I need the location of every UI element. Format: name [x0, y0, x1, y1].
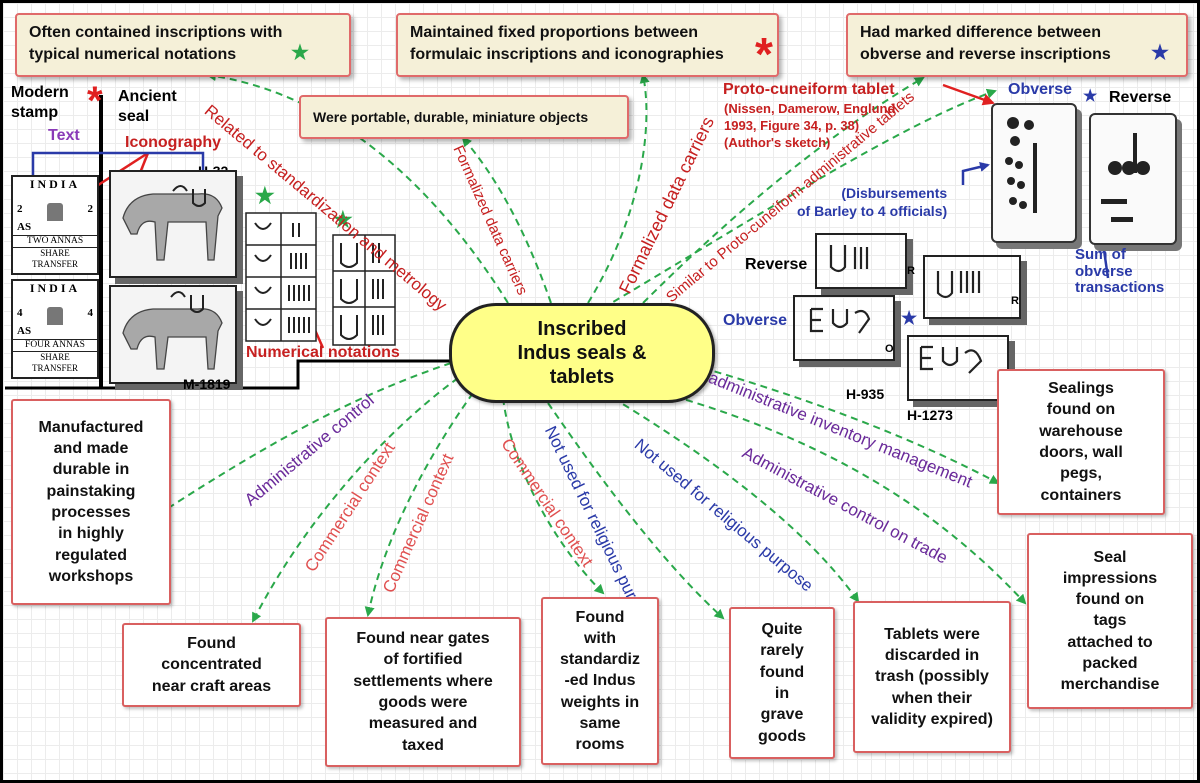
blue-star-icon: ★ — [1151, 42, 1169, 64]
box-fixed-proportions-text: Maintained fixed proportions between for… — [410, 24, 724, 63]
modern-stamp-label: Modern stamp — [11, 84, 69, 121]
stamp1-value: 2 — [17, 203, 23, 216]
arrow-to-seal-impressions — [662, 392, 1027, 605]
proto-tablet-title: Proto-cuneiform tablet — [723, 81, 895, 98]
box-portable-text: Were portable, durable, miniature object… — [313, 108, 589, 125]
arrow-to-manufactured — [151, 362, 452, 520]
reverse-top-label: Reverse — [1109, 89, 1172, 106]
arrow-to-obverse-reverse-box — [642, 76, 925, 304]
stamp2-use: SHARE TRANSFER — [31, 351, 78, 373]
disbursements-label: (Disbursements of Barley to 4 officials) — [797, 185, 948, 219]
stamp2-value: 4 — [17, 307, 23, 320]
box-seal-impressions: Seal impressions found on tags attached … — [1027, 533, 1193, 709]
box-numerical-notations: Often contained inscriptions with typica… — [15, 13, 351, 77]
proto-tablet-reference: (Nissen, Damerow, Englund 1993, Figure 3… — [724, 101, 896, 150]
box-craft-areas: Found concentrated near craft areas — [122, 623, 301, 707]
tablet-h935-reverse — [815, 233, 907, 289]
stamp-four-annas: INDIA 4 4 AS FOUR ANNAS SHARE TRANSFER — [11, 279, 99, 379]
proto-arrow — [942, 83, 995, 106]
arrow-to-proportions-box — [587, 73, 650, 304]
sum-label: Sum of obverse transactions — [1075, 246, 1165, 296]
red-asterisk-icon: * — [755, 28, 773, 80]
box-gates: Found near gates of fortified settlement… — [325, 617, 521, 767]
proto-tablet-reverse — [1089, 113, 1177, 245]
box-portable: Were portable, durable, miniature object… — [299, 95, 629, 139]
arrow-to-craft-areas — [252, 377, 459, 623]
stamp1-unit: AS — [17, 221, 32, 234]
blue-star-icon-2: ★ — [1083, 88, 1098, 105]
stamp-two-annas: INDIA 2 2 AS TWO ANNAS SHARE TRANSFER — [11, 175, 99, 275]
arrow-to-proto-tablet — [602, 88, 997, 309]
emblem-icon — [47, 203, 63, 222]
box-weights: Found with standardiz -ed Indus weights … — [541, 597, 659, 765]
box-obverse-reverse-text: Had marked difference between obverse an… — [860, 24, 1111, 63]
proto-tablet-obverse — [991, 103, 1077, 243]
obverse-mid-label: Obverse — [723, 312, 788, 329]
blue-star-icon-3: ★ — [901, 308, 918, 328]
green-star-icon: ★ — [291, 42, 309, 64]
tablet-h935-obverse — [793, 295, 895, 361]
h935-label: H-935 — [846, 386, 885, 402]
green-star-icon-3: ★ — [333, 207, 353, 232]
indus-tablet-signs — [809, 245, 983, 374]
arrow-to-numerical-box — [206, 71, 509, 304]
emblem-icon-2 — [47, 307, 63, 326]
ancient-seal-label: Ancient seal — [118, 88, 177, 125]
green-star-icon-2: ★ — [255, 183, 275, 208]
stamp1-value-right: 2 — [87, 203, 94, 216]
iconography-label: Iconography — [125, 134, 222, 151]
box-fixed-proportions: Maintained fixed proportions between for… — [396, 13, 779, 77]
red-asterisk-icon-2: * — [87, 79, 103, 123]
side-r-label-1: R — [907, 265, 915, 277]
side-r-label-2: R — [1011, 295, 1019, 307]
m1819-label: M-1819 — [183, 376, 231, 392]
seal-h32 — [109, 170, 237, 278]
stamp2-value-right: 4 — [87, 307, 94, 320]
box-grave-goods: Quite rarely found in grave goods — [729, 607, 835, 759]
central-node: Inscribed Indus seals & tablets — [449, 303, 715, 403]
box-sealings: Sealings found on warehouse doors, wall … — [997, 369, 1165, 515]
arrow-to-grave — [547, 402, 725, 620]
stamp2-denomination: FOUR ANNAS — [13, 338, 97, 352]
tablet-h1273-obverse — [907, 335, 1009, 401]
h1273-label: H-1273 — [907, 407, 953, 423]
arrow-to-sealings — [702, 367, 1000, 484]
stamp1-denomination: TWO ANNAS — [13, 234, 97, 248]
numerical-tables — [245, 212, 396, 346]
box-obverse-reverse: Had marked difference between obverse an… — [846, 13, 1188, 77]
box-manufactured: Manufactured and made durable in painsta… — [11, 399, 171, 605]
box-trash: Tablets were discarded in trash (possibl… — [853, 601, 1011, 753]
stamp1-use: SHARE TRANSFER — [31, 247, 78, 269]
disbursement-pointer — [961, 162, 990, 185]
stamp1-country: INDIA — [29, 177, 81, 191]
sum-pointer — [1099, 241, 1110, 279]
stamp2-country: INDIA — [29, 281, 81, 295]
box-numerical-notations-text: Often contained inscriptions with typica… — [29, 24, 283, 63]
stamp2-unit: AS — [17, 325, 32, 338]
side-o-label-1: O — [885, 343, 894, 355]
left-panel-border — [5, 359, 451, 390]
arrow-to-portable-box — [461, 136, 552, 304]
obverse-top-label: Obverse — [1008, 81, 1073, 98]
arrow-to-weights — [502, 397, 605, 595]
numerical-notations-label: Numerical notations — [246, 344, 400, 361]
text-label: Text — [48, 127, 80, 144]
arrow-to-trash — [612, 397, 860, 603]
central-node-label: Inscribed Indus seals & tablets — [517, 318, 647, 388]
reverse-mid-label: Reverse — [745, 256, 808, 273]
tablet-h1273-reverse — [923, 255, 1021, 319]
arrow-to-gates — [364, 392, 474, 617]
seal-m1819 — [109, 285, 237, 384]
